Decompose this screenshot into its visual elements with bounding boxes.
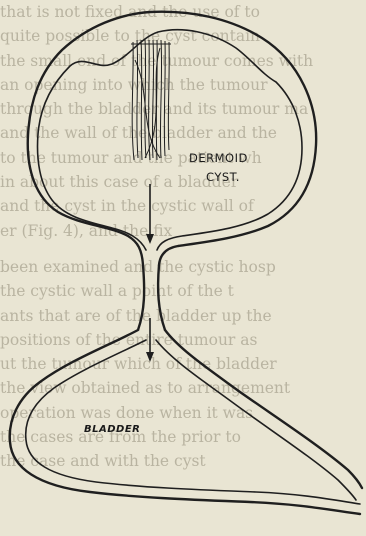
down-arrow-upper — [146, 184, 154, 244]
dermoid-cyst-outline — [28, 12, 316, 265]
cyst-label: CYST. — [206, 170, 240, 184]
neck-channel-left — [138, 265, 144, 330]
bladder-right-inner-wall — [156, 340, 356, 500]
dermoid-label: DERMOID — [189, 151, 248, 165]
neck-channel-right — [158, 265, 165, 330]
bladder-inner-wall — [26, 340, 360, 504]
bladder-right-wall — [165, 330, 362, 488]
down-arrow-lower — [146, 318, 154, 362]
bladder-outer-wall — [10, 330, 360, 514]
hair-tuft — [131, 39, 171, 160]
bladder-label: BLADDER — [84, 424, 140, 435]
dermoid-cyst-inner-wall — [38, 30, 302, 250]
